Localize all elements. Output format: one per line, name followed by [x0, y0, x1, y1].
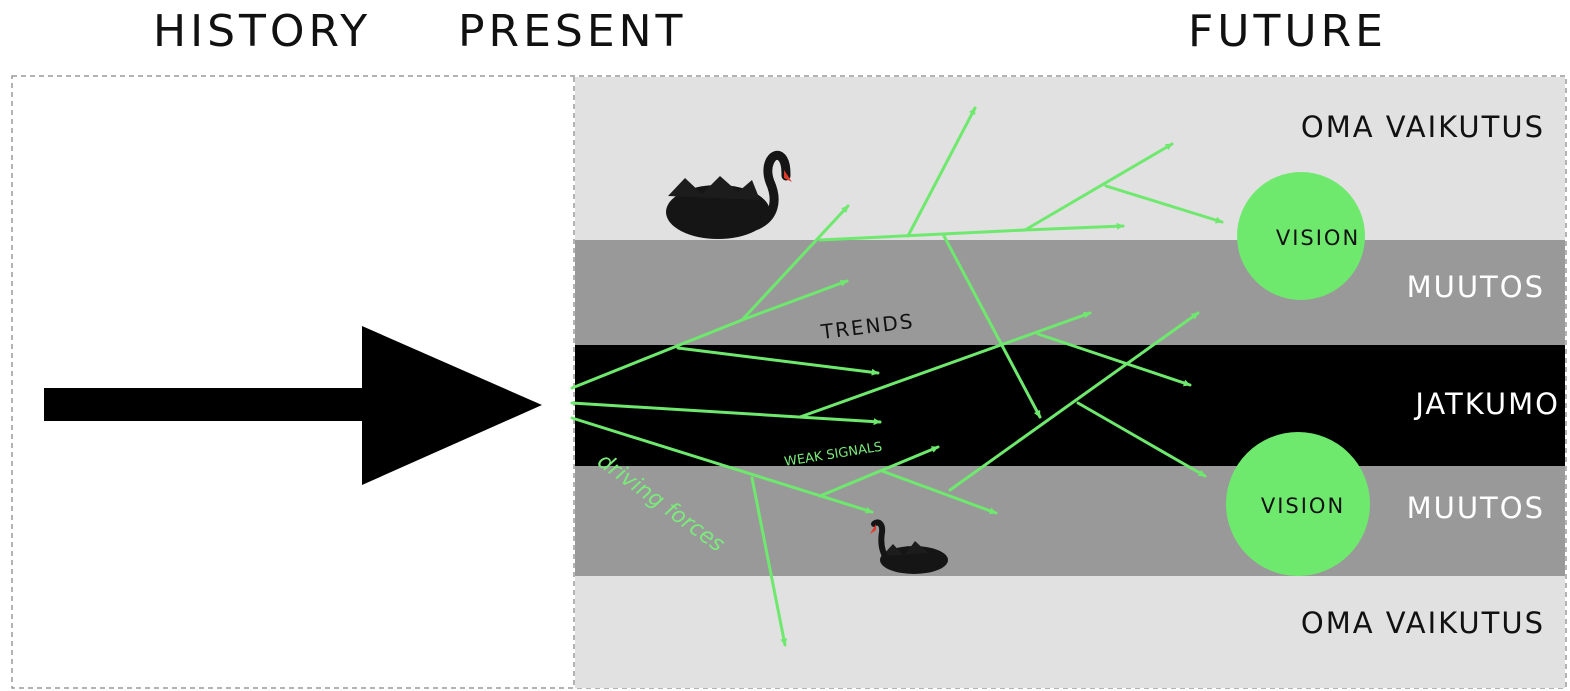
band-upper-gray — [575, 240, 1565, 345]
history-arrow — [44, 326, 542, 485]
black-swan-small-icon — [870, 519, 948, 574]
arrow-up-swan — [740, 204, 850, 322]
header-history: HISTORY — [153, 6, 372, 57]
arrow-diag-up — [948, 311, 1200, 492]
arrow-weak-right — [880, 469, 998, 515]
arrow-trend-2 — [676, 346, 880, 376]
label-oma-vaikutus-top: OMA VAIKUTUS — [1301, 110, 1545, 144]
arrow-weak-up — [818, 445, 940, 498]
arrow-top-right — [1023, 222, 1125, 232]
arrow-top-trunk — [818, 228, 1027, 242]
arrow-black-up — [798, 311, 1092, 419]
arrow-to-vision-upper — [1104, 184, 1224, 224]
arrow-down-long — [750, 476, 788, 647]
arrow-to-vision-lower — [1076, 401, 1207, 478]
label-muutos-upper: MUUTOS — [1407, 270, 1545, 304]
vision-circle-lower — [1226, 432, 1370, 576]
header-present: PRESENT — [458, 6, 687, 57]
arrow-trunk-up — [570, 318, 744, 390]
vision-circle-upper — [1237, 172, 1365, 300]
band-lower-gray — [575, 466, 1565, 576]
black-swan-large-icon — [666, 150, 792, 239]
label-jatkumo: JATKUMO — [1413, 387, 1560, 421]
arrow-trend-1 — [740, 279, 849, 322]
arrow-cross-down — [942, 234, 1042, 419]
label-oma-vaikutus-bottom: OMA VAIKUTUS — [1301, 606, 1545, 640]
header-future: FUTURE — [1188, 6, 1387, 57]
vision-label-lower: VISION — [1261, 494, 1345, 518]
arrow-top-right-up — [1023, 142, 1174, 232]
arrow-top-up — [906, 106, 977, 238]
arrow-middle — [570, 401, 882, 426]
vision-label-upper: VISION — [1276, 226, 1360, 250]
arrow-black-right — [1036, 332, 1192, 387]
band-bottom-light — [575, 576, 1565, 688]
green-arrows — [570, 106, 1224, 647]
label-muutos-lower: MUUTOS — [1407, 491, 1545, 525]
